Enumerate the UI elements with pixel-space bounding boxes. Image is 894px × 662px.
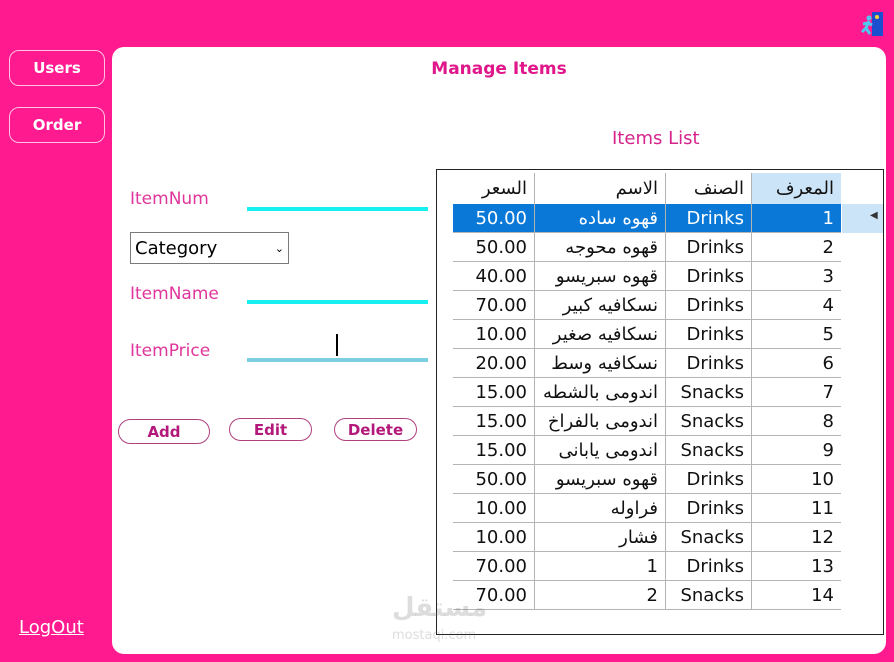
cell-id[interactable]: 13	[752, 552, 841, 581]
cell-price[interactable]: 10.00	[453, 523, 535, 552]
edit-button[interactable]: Edit	[229, 418, 312, 441]
page-title: Manage Items	[431, 59, 567, 79]
chevron-down-icon: ⌄	[274, 241, 284, 255]
items-list-title: Items List	[612, 128, 700, 149]
item-num-label: ItemNum	[130, 189, 209, 209]
cell-category[interactable]: Snacks	[666, 407, 752, 436]
cell-name[interactable]: قهوه سبريسو	[535, 465, 666, 494]
cell-name[interactable]: اندومى بالفراخ	[535, 407, 666, 436]
cell-category[interactable]: Snacks	[666, 378, 752, 407]
header-price[interactable]: السعر	[453, 173, 535, 204]
text-cursor	[336, 334, 338, 356]
item-price-input[interactable]	[247, 358, 428, 362]
item-price-label: ItemPrice	[130, 341, 211, 361]
cell-category[interactable]: Drinks	[666, 204, 752, 233]
cell-name[interactable]: اندومى بالشطه	[535, 378, 666, 407]
cell-name[interactable]: اندومى يابانى	[535, 436, 666, 465]
cell-price[interactable]: 15.00	[453, 407, 535, 436]
cell-price[interactable]: 15.00	[453, 436, 535, 465]
cell-id[interactable]: 4	[752, 291, 841, 320]
item-num-input[interactable]	[247, 207, 428, 211]
cell-category[interactable]: Drinks	[666, 262, 752, 291]
cell-id[interactable]: 8	[752, 407, 841, 436]
cell-category[interactable]: Drinks	[666, 349, 752, 378]
order-button[interactable]: Order	[9, 107, 105, 143]
cell-name[interactable]: قهوه محوجه	[535, 233, 666, 262]
current-row-arrow-icon: ◀	[870, 210, 878, 221]
cell-category[interactable]: Snacks	[666, 581, 752, 610]
cell-id[interactable]: 10	[752, 465, 841, 494]
cell-id[interactable]: 7	[752, 378, 841, 407]
cell-id[interactable]: 14	[752, 581, 841, 610]
cell-category[interactable]: Drinks	[666, 552, 752, 581]
cell-price[interactable]: 10.00	[453, 494, 535, 523]
item-name-label: ItemName	[130, 284, 219, 304]
cell-price[interactable]: 50.00	[453, 465, 535, 494]
users-button[interactable]: Users	[9, 50, 105, 86]
cell-category[interactable]: Snacks	[666, 436, 752, 465]
cell-name[interactable]: فشار	[535, 523, 666, 552]
cell-price[interactable]: 70.00	[453, 552, 535, 581]
cell-id[interactable]: 3	[752, 262, 841, 291]
add-button[interactable]: Add	[118, 419, 210, 444]
cell-name[interactable]: فراوله	[535, 494, 666, 523]
item-name-input[interactable]	[247, 300, 428, 304]
cell-price[interactable]: 70.00	[453, 291, 535, 320]
cell-category[interactable]: Drinks	[666, 465, 752, 494]
category-select[interactable]: Category ⌄	[130, 232, 289, 264]
header-id[interactable]: المعرف	[752, 173, 841, 204]
cell-price[interactable]: 40.00	[453, 262, 535, 291]
cell-id[interactable]: 11	[752, 494, 841, 523]
cell-name[interactable]: 1	[535, 552, 666, 581]
watermark-url: mostaqi.com	[392, 628, 477, 643]
header-category[interactable]: الصنف	[666, 173, 752, 204]
cell-name[interactable]: نسكافيه وسط	[535, 349, 666, 378]
cell-id[interactable]: 9	[752, 436, 841, 465]
cell-id[interactable]: 2	[752, 233, 841, 262]
cell-id[interactable]: 5	[752, 320, 841, 349]
watermark-logo: مستقل	[392, 593, 488, 623]
logout-link[interactable]: LogOut	[19, 617, 84, 638]
category-value: Category	[135, 237, 218, 259]
exit-door-icon[interactable]	[858, 10, 886, 38]
header-name[interactable]: الاسم	[535, 173, 666, 204]
cell-price[interactable]: 20.00	[453, 349, 535, 378]
cell-price[interactable]: 70.00	[453, 581, 535, 610]
cell-name[interactable]: قهوه ساده	[535, 204, 666, 233]
cell-price[interactable]: 50.00	[453, 204, 535, 233]
cell-category[interactable]: Drinks	[666, 494, 752, 523]
cell-name[interactable]: نسكافيه صغير	[535, 320, 666, 349]
delete-button[interactable]: Delete	[334, 418, 417, 441]
cell-name[interactable]: نسكافيه كبير	[535, 291, 666, 320]
cell-category[interactable]: Snacks	[666, 523, 752, 552]
cell-id[interactable]: 1	[752, 204, 841, 233]
cell-name[interactable]: 2	[535, 581, 666, 610]
cell-category[interactable]: Drinks	[666, 320, 752, 349]
cell-category[interactable]: Drinks	[666, 291, 752, 320]
row-header-selected[interactable]: ◀	[842, 204, 883, 233]
cell-id[interactable]: 12	[752, 523, 841, 552]
cell-price[interactable]: 15.00	[453, 378, 535, 407]
cell-category[interactable]: Drinks	[666, 233, 752, 262]
cell-price[interactable]: 10.00	[453, 320, 535, 349]
cell-price[interactable]: 50.00	[453, 233, 535, 262]
grid-header: السعر الاسم الصنف المعرف	[453, 173, 841, 204]
cell-name[interactable]: قهوه سبريسو	[535, 262, 666, 291]
cell-id[interactable]: 6	[752, 349, 841, 378]
